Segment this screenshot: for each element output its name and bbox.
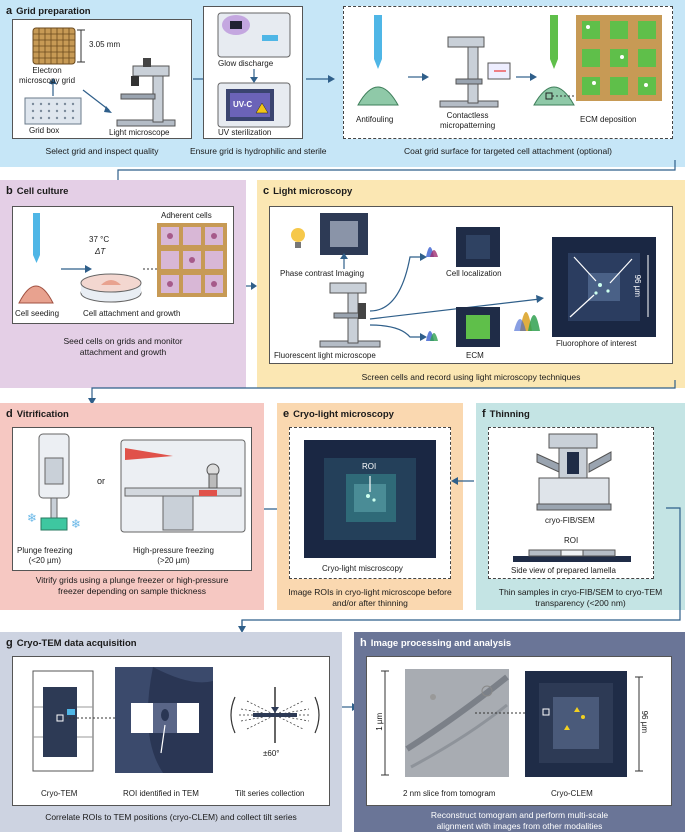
cell-culture-illustration [18, 213, 227, 304]
tem-illustration [32, 667, 320, 773]
cryo-tem-label: Cryo-TEM [41, 789, 78, 798]
ecm-deposition-label: ECM deposition [580, 115, 637, 124]
panel-d-caption: Vitrify grids using a plunge freezer or … [35, 575, 229, 597]
cryo-light-box: ROI Cryo-light miscroscopy [289, 427, 451, 579]
arrow-icon [451, 477, 474, 485]
ecm-label: ECM [466, 351, 484, 360]
temp-label: 37 °C [89, 235, 110, 244]
hpf-label: High-pressure freezing (>20 µm) [133, 546, 214, 565]
thinning-illustration [513, 433, 631, 562]
vitrification-box: ❄ ❄ or Plunge freezing (<20 µm) High-pre… [12, 427, 252, 571]
antifouling-label: Antifouling [356, 115, 394, 124]
angle-label: ±60° [263, 749, 280, 758]
uv-sterilization-label: UV sterilization [218, 128, 272, 137]
grid-select-illustration [24, 27, 176, 127]
light-microscopy-box: Phase contrast Imaging Cell localization… [269, 206, 673, 364]
glow-discharge-label: Glow discharge [218, 59, 274, 68]
roi-label: ROI [362, 462, 377, 471]
svg-text:❄: ❄ [71, 517, 81, 531]
panel-g-caption: Correlate ROIs to TEM positions (cryo-CL… [45, 812, 297, 822]
roi-tem-label: ROI identified in TEM [123, 789, 199, 798]
or-label: or [97, 476, 106, 486]
cell-culture-box: 37 °C ΔT Adherent cells Cell seeding Cel… [12, 206, 234, 324]
hydrophilic-box: Glow discharge UV-C UV sterilization [203, 6, 303, 139]
arrow-icon [246, 282, 257, 290]
cryo-clem-label: Cryo-CLEM [551, 789, 593, 798]
grid-box-label: Grid box [29, 126, 60, 135]
analysis-illustration [381, 669, 643, 777]
contactless-label: Contactless micropatterning [440, 111, 496, 130]
vitrification-illustration: ❄ ❄ [27, 433, 246, 533]
panel-h-caption: Reconstruct tomogram and perform multi-s… [430, 810, 609, 832]
cell-localization-label: Cell localization [446, 269, 502, 278]
panel-c-caption: Screen cells and record using light micr… [361, 372, 581, 382]
flm-label: Fluorescent light microscope [274, 351, 376, 360]
panel-b-caption: Seed cells on grids and monitor attachme… [63, 336, 183, 358]
adherent-cells-label: Adherent cells [161, 211, 212, 220]
phase-contrast-label: Phase contrast Imaging [280, 269, 365, 278]
grid-select-box: 3.05 mm Electron microscopy grid Grid bo… [12, 19, 192, 139]
cell-attachment-label: Cell attachment and growth [83, 309, 181, 318]
panel-f-caption: Thin samples in cryo-FIB/SEM to cryo-TEM… [498, 587, 663, 609]
arrow-icon [306, 75, 335, 83]
cryo-light-caption: Cryo-light miscroscopy [322, 564, 403, 573]
scale-96-label: 96 µm [633, 274, 642, 297]
svg-text:❄: ❄ [27, 511, 37, 525]
uvc-label: UV-C [233, 100, 253, 109]
coating-box: Antifouling Contactless micropatterning … [343, 6, 673, 139]
analysis-box: 1 µm 2 nm slice from tomogram Cryo-CLEM … [366, 656, 672, 806]
em-grid-label: Electron microscopy grid [19, 66, 76, 85]
connector-c-d [88, 380, 676, 405]
connector-f-g [241, 507, 681, 628]
coating-illustration [357, 15, 662, 108]
cell-seeding-label: Cell seeding [15, 309, 60, 318]
slice-label: 2 nm slice from tomogram [403, 789, 496, 798]
fluorophore-label: Fluorophore of interest [556, 339, 637, 348]
lamella-label: Side view of prepared lamella [511, 566, 616, 575]
tem-box: Cryo-TEM ROI identified in TEM ±60° Tilt… [12, 656, 330, 806]
arrow-icon [238, 620, 246, 633]
um1-label: 1 µm [375, 712, 385, 731]
panel-a-caption-1: Select grid and inspect quality [45, 146, 159, 156]
glow-uv-illustration [217, 12, 291, 128]
plunge-label: Plunge freezing (<20 µm) [17, 546, 73, 565]
thinning-box: cryo-FIB/SEM ROI Side view of prepared l… [488, 427, 654, 579]
fibsem-label: cryo-FIB/SEM [545, 516, 595, 525]
panel-a-caption-3: Coat grid surface for targeted cell atta… [404, 146, 612, 156]
delta-t-label: ΔT [95, 247, 106, 256]
panel-a-caption-2: Ensure grid is hydrophilic and sterile [190, 146, 327, 156]
roi-f-label: ROI [564, 536, 579, 545]
tilt-series-label: Tilt series collection [235, 789, 305, 798]
light-microscope-label: Light microscope [109, 128, 170, 137]
grid-size-label: 3.05 mm [89, 40, 121, 49]
light-microscopy-illustration [291, 213, 656, 348]
cryo-light-image [304, 440, 436, 558]
panel-e-caption: Image ROIs in cryo-light microscope befo… [288, 587, 452, 609]
scale-96-h-label: 96 µm [640, 710, 649, 733]
